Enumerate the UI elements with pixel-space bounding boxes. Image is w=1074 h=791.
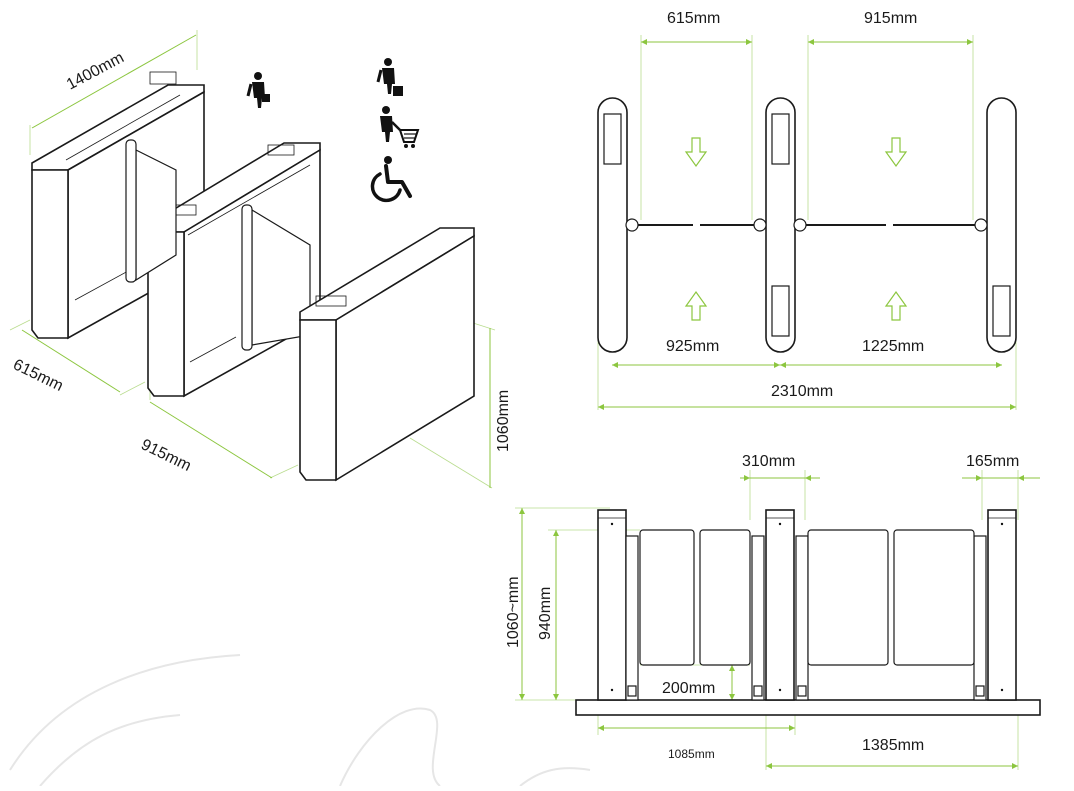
front-cabinet-right — [987, 509, 1017, 701]
wing-3 — [807, 529, 889, 666]
signature-watermark — [9, 654, 591, 787]
label-lane-wide: 915mm — [864, 10, 917, 27]
label-width-right: 915mm — [138, 436, 193, 475]
front-cabinet-middle — [765, 509, 795, 701]
label-flap-height: 940mm — [537, 587, 554, 640]
pedestrian-icon — [246, 72, 270, 108]
arrow-up-icon — [684, 290, 908, 321]
dim-line-width-right — [149, 401, 273, 479]
label-total-height: 1060~mm — [505, 576, 522, 648]
label-floor-clearance: 200mm — [662, 680, 715, 697]
isometric-view: 1400mm 615mm 915mm 1060mm — [9, 30, 512, 489]
label-section-right: 1385mm — [862, 737, 924, 754]
wing-2 — [699, 529, 751, 666]
dim-line-width-left — [21, 329, 121, 393]
label-module-narrow: 925mm — [666, 338, 719, 355]
wheelchair-icon — [370, 156, 412, 203]
front-view: 310mm 165mm 1060~mm 940mm 200mm 1085mm 1… — [505, 453, 1041, 770]
cabinet-right — [299, 227, 475, 482]
arrow-down-icon — [684, 137, 908, 168]
pedestrian-with-luggage-icon — [376, 58, 403, 96]
wing-4 — [893, 529, 975, 666]
top-view: 615mm 915mm 925mm 1225mm 2310mm — [597, 10, 1017, 410]
label-end-gap: 165mm — [966, 453, 1019, 470]
dim-line-length — [31, 34, 197, 129]
glass-wings — [125, 139, 311, 351]
label-total-width: 2310mm — [771, 383, 833, 400]
floor-plate — [575, 699, 1041, 716]
label-width-left: 615mm — [10, 356, 65, 395]
front-cabinet-left — [597, 509, 627, 701]
shopping-cart-icon — [380, 106, 420, 148]
wing-1 — [639, 529, 695, 666]
label-length: 1400mm — [64, 49, 127, 93]
label-height: 1060mm — [495, 390, 512, 452]
label-module-wide: 1225mm — [862, 338, 924, 355]
label-post-spacing: 310mm — [742, 453, 795, 470]
label-lane-narrow: 615mm — [667, 10, 720, 27]
label-section-left: 1085mm — [668, 747, 715, 761]
